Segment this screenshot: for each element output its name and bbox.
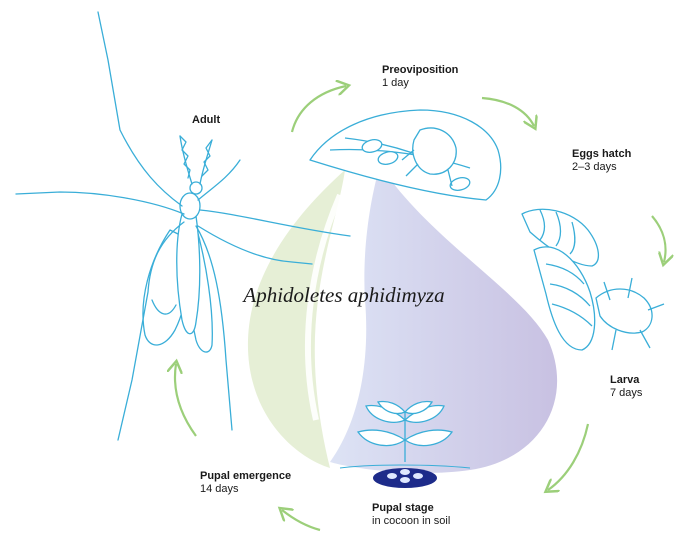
stage-larva: Larva 7 days [610, 374, 642, 400]
stage-pupal-emergence-duration: 14 days [200, 483, 291, 496]
arrow-pupa-to-emergence [282, 510, 320, 530]
stage-preoviposition: Preoviposition 1 day [382, 64, 458, 90]
stage-adult: Adult [192, 114, 220, 127]
arrow-larva-to-pupa [548, 424, 588, 490]
arrow-adult-to-preoviposition [292, 86, 346, 132]
stage-larva-title: Larva [610, 374, 642, 387]
stage-preoviposition-title: Preoviposition [382, 64, 458, 77]
stage-eggs-hatch: Eggs hatch 2–3 days [572, 148, 631, 174]
stage-pupal-stage-duration: in cocoon in soil [372, 515, 450, 528]
stage-preoviposition-duration: 1 day [382, 77, 458, 90]
background-shapes [248, 165, 557, 473]
stage-larva-duration: 7 days [610, 387, 642, 400]
arrow-preoviposition-to-eggs [482, 98, 534, 126]
species-title: Aphidoletes aphidimyza [0, 283, 688, 308]
stage-adult-title: Adult [192, 114, 220, 127]
stage-pupal-emergence-title: Pupal emergence [200, 470, 291, 483]
larva-illustration [522, 209, 664, 350]
stage-pupal-emergence: Pupal emergence 14 days [200, 470, 291, 496]
stage-eggs-hatch-duration: 2–3 days [572, 161, 631, 174]
arrow-emergence-to-adult [175, 364, 196, 436]
arrow-eggs-to-larva [652, 216, 666, 262]
stage-pupal-stage-title: Pupal stage [372, 502, 450, 515]
blue-drop-shape [330, 165, 557, 473]
stage-eggs-hatch-title: Eggs hatch [572, 148, 631, 161]
stage-pupal-stage: Pupal stage in cocoon in soil [372, 502, 450, 528]
